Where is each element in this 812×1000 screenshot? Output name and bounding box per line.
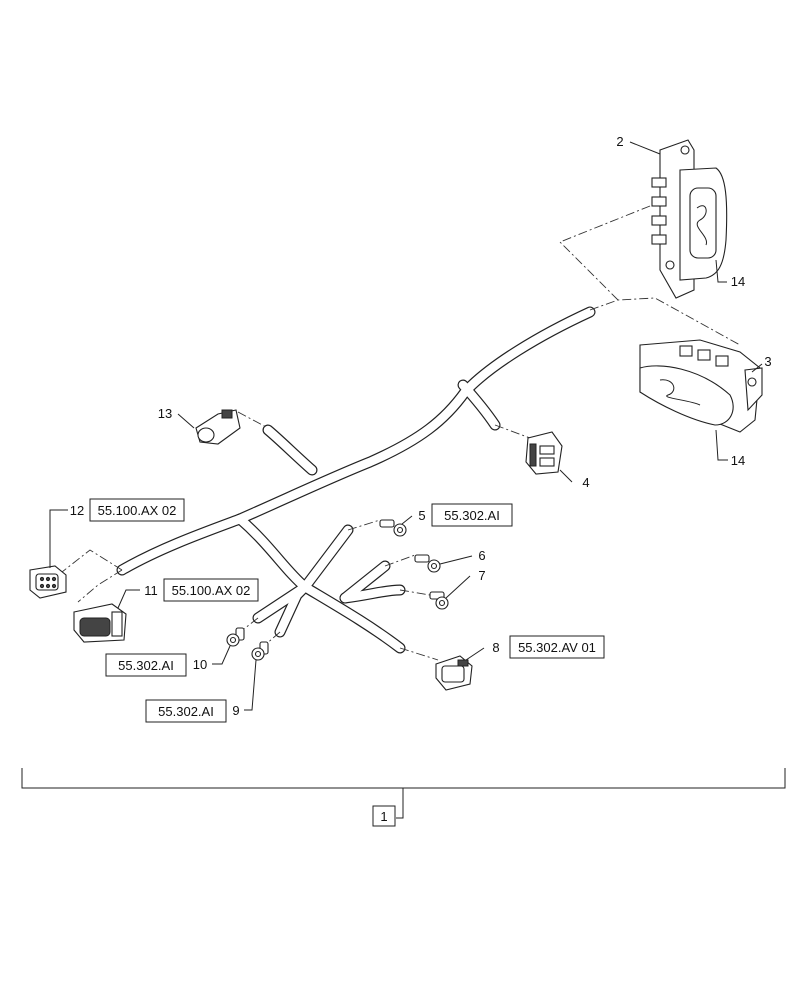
callout-5: 5 — [418, 508, 425, 523]
relay-part-3 — [639, 339, 763, 433]
callout-3: 3 — [764, 354, 771, 369]
ref-box-12 — [89, 498, 185, 522]
ref-box-8 — [509, 635, 605, 659]
callout-14-lower: 14 — [731, 453, 745, 468]
ring-terminal-6 — [414, 554, 441, 573]
ref-box-10 — [105, 653, 187, 677]
connector-part-11 — [73, 603, 127, 643]
ring-terminal-9 — [251, 641, 269, 661]
ref-label-11: 55.100.AX 02 — [172, 583, 251, 598]
connector-part-12 — [29, 565, 67, 599]
callout-11: 11 — [144, 583, 158, 598]
ring-terminal-7 — [429, 591, 449, 610]
ref-label-8: 55.302.AV 01 — [518, 640, 596, 655]
ref-box-9 — [145, 699, 227, 723]
callout-1-box — [372, 805, 396, 827]
callout-8: 8 — [492, 640, 499, 655]
wire-harness — [116, 306, 596, 654]
callout-1: 1 — [380, 809, 387, 824]
ref-label-9: 55.302.AI — [158, 704, 214, 719]
callout-10: 10 — [193, 657, 207, 672]
relay-part-2 — [651, 139, 728, 299]
connector-part-4 — [525, 431, 563, 475]
leader-lines — [49, 141, 763, 711]
callout-7: 7 — [478, 568, 485, 583]
assembly-bracket — [21, 768, 786, 827]
ref-box-11 — [163, 578, 259, 602]
callout-4: 4 — [582, 475, 589, 490]
callout-2: 2 — [616, 134, 623, 149]
callout-13: 13 — [158, 406, 172, 421]
connector-part-13 — [195, 409, 241, 445]
ref-label-10: 55.302.AI — [118, 658, 174, 673]
connection-lines — [61, 199, 741, 661]
callout-12: 12 — [70, 503, 84, 518]
connector-part-8 — [435, 655, 473, 691]
callout-9: 9 — [232, 703, 239, 718]
ref-label-12: 55.100.AX 02 — [98, 503, 177, 518]
ref-label-5: 55.302.AI — [444, 508, 500, 523]
ref-box-5 — [431, 503, 513, 527]
callout-6: 6 — [478, 548, 485, 563]
ring-terminal-5 — [379, 519, 407, 537]
callout-14-upper: 14 — [731, 274, 745, 289]
ring-terminal-10 — [226, 627, 245, 647]
